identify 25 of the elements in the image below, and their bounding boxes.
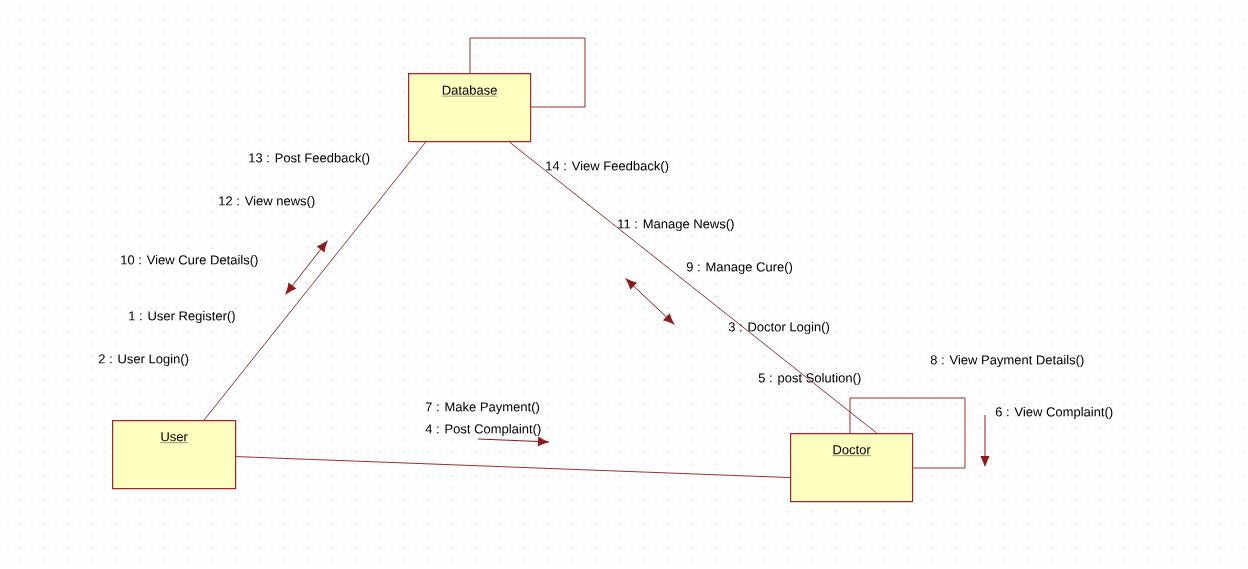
message-label: 13 : Post Feedback() (249, 152, 370, 166)
message-label: 5 : post Solution() (758, 372, 861, 386)
message-label: 3 : Doctor Login() (728, 321, 829, 335)
message-label: 10 : View Cure Details() (121, 254, 258, 268)
connector-line (235, 456, 791, 479)
message-label: 14 : View Feedback() (546, 160, 669, 174)
message-label: 8 : View Payment Details() (930, 354, 1084, 368)
object-box (408, 73, 532, 143)
message-label: 7 : Make Payment() (425, 401, 540, 415)
connector-line (849, 397, 966, 469)
object-box (112, 420, 237, 490)
message-label: 11 : Manage News() (618, 218, 734, 232)
message-label: 9 : Manage Cure() (686, 261, 793, 275)
connector-line (469, 37, 586, 108)
object-name: User (160, 432, 189, 443)
message-label: 12 : View news() (219, 195, 315, 209)
object-box (790, 433, 914, 503)
message-label: 2 : User Login() (98, 353, 189, 367)
object-name: Database (441, 85, 498, 97)
message-label: 6 : View Complaint() (995, 406, 1113, 420)
object-name: Doctor (832, 445, 871, 456)
connector-line (203, 141, 427, 421)
connector-line (509, 141, 878, 434)
message-label: 4 : Post Complaint() (425, 423, 541, 437)
message-label: 1 : User Register() (129, 310, 235, 324)
